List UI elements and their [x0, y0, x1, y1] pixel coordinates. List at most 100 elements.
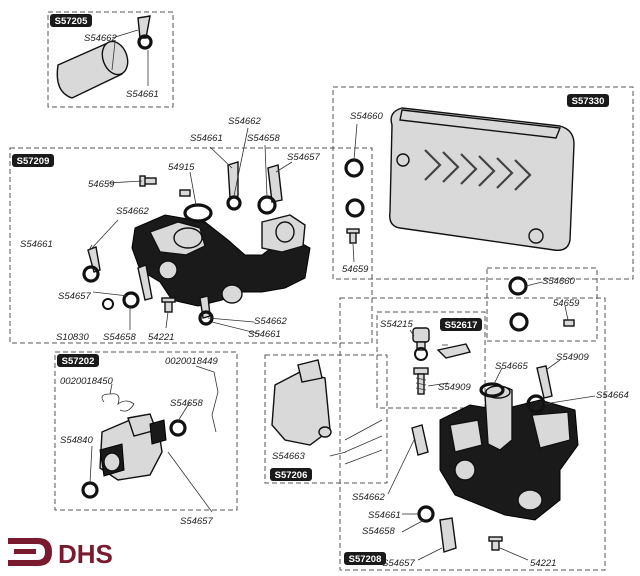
part-label: S54661: [126, 89, 159, 100]
diverter-valve-part: [99, 413, 167, 481]
badge-s57208: S57208: [344, 552, 386, 565]
badge-s57208-label: S57208: [349, 554, 382, 565]
dhs-logo: DHS: [8, 538, 113, 569]
o-ring-s54658-v-part: [169, 419, 187, 437]
badge-s57202: S57202: [57, 354, 99, 367]
o-ring-s54665-part: [479, 382, 505, 398]
badge-s57209-label: S57209: [17, 156, 50, 167]
part-label: S54657: [287, 152, 320, 163]
part-label: S54662: [352, 492, 385, 503]
valve-clip-part: [436, 343, 472, 359]
clip-left-part: [87, 246, 101, 273]
part-label: 54659: [342, 264, 369, 275]
leader-lines: [87, 123, 596, 561]
badge-s57209: S57209: [12, 154, 54, 167]
hydraulic-block-right-part: [439, 385, 579, 521]
badge-s57206-label: S57206: [275, 470, 308, 481]
gasket-s54660-lower-b: [509, 312, 529, 332]
badge-s52617: S52617: [440, 318, 482, 331]
part-label: S54658: [103, 332, 136, 343]
clip-s54657-r-part: [439, 517, 457, 553]
pressure-sensor-part: [271, 359, 332, 446]
logo-mark-icon: [8, 538, 52, 566]
o-ring-left-part: [82, 265, 100, 283]
group-box-s57205: [47, 11, 174, 108]
gasket-s54660-lower-a: [508, 276, 528, 296]
part-label: S54661: [248, 329, 281, 340]
gasket-s54660-upper-b: [345, 198, 365, 218]
part-label: S54658: [170, 398, 203, 409]
part-label: 0020018450: [60, 376, 114, 387]
part-label: S54662: [254, 316, 287, 327]
part-label: 0020018449: [165, 356, 219, 367]
group-box-s57208: [339, 297, 606, 571]
part-labels: S54662 S54661 S54662 S54661 S54658 S5465…: [20, 33, 629, 569]
group-box-s57206: [264, 354, 388, 484]
part-label: S54840: [60, 435, 93, 446]
part-label: S54658: [362, 526, 395, 537]
part-label: S54662: [116, 206, 149, 217]
clip-s54662-r-part: [411, 424, 429, 456]
screw-54221-r-part: [488, 536, 503, 551]
part-label: S54657: [382, 558, 415, 569]
clip-top-part: [227, 161, 239, 199]
valve-seal-part: [414, 347, 428, 361]
clip-right-part: [267, 164, 283, 203]
o-ring-s54840-part: [81, 481, 99, 499]
badge-s52617-label: S52617: [445, 320, 478, 331]
part-label: S54658: [247, 133, 280, 144]
o-ring-s54661-r-part: [417, 505, 435, 523]
cable-0020018449-part: [211, 371, 219, 433]
group-box-s54660-lower: [486, 267, 598, 342]
badge-s57205: S57205: [50, 14, 92, 27]
screw-54659-hx-part: [346, 228, 360, 244]
part-label: 54221: [530, 558, 556, 569]
logo-bar-icon: [14, 549, 36, 554]
part-label: S54657: [180, 516, 213, 527]
o-ring-part: [137, 34, 153, 50]
part-label: S54664: [596, 390, 629, 401]
part-label: 54221: [148, 332, 174, 343]
washer-s10830-part: [102, 298, 114, 310]
part-label: 54659: [88, 179, 115, 190]
part-label: 54659: [553, 298, 580, 309]
part-label: S54660: [542, 276, 575, 287]
screw-54659-lower-part: [563, 319, 575, 327]
badge-s57330-label: S57330: [572, 96, 605, 107]
o-ring-top-part: [226, 195, 242, 211]
clip-lower-part: [137, 264, 153, 301]
o-ring-54915-part: [183, 203, 213, 223]
part-label: S54662: [84, 33, 117, 44]
group-box-s52617: [376, 311, 486, 409]
part-label: S54665: [495, 361, 528, 372]
part-label: 54915: [168, 162, 195, 173]
badge-s57202-label: S57202: [62, 356, 95, 367]
screw-54221-part: [161, 297, 176, 313]
group-box-s57330: [332, 86, 634, 280]
part-label: S54661: [20, 239, 53, 250]
part-label: S54660: [350, 111, 383, 122]
screw-54659-part: [139, 175, 157, 187]
part-label: S54661: [368, 510, 401, 521]
cable-s54663-part: [344, 419, 383, 465]
part-label: S54657: [58, 291, 91, 302]
cartridge-filter-part: [56, 40, 129, 99]
logo-text: DHS: [58, 539, 113, 569]
badge-s57330: S57330: [567, 94, 609, 107]
o-ring-right-part: [257, 195, 277, 215]
part-label: S54661: [190, 133, 223, 144]
part-label: S54663: [272, 451, 305, 462]
group-box-s57202: [54, 351, 238, 511]
valve-s54215-part: [412, 327, 430, 351]
group-box-s57209: [9, 147, 373, 344]
plate-heat-exchanger-part: [389, 107, 575, 251]
part-label: S10830: [56, 332, 89, 343]
clip-s54909-right-part: [536, 365, 553, 399]
gasket-s54660-upper-a: [344, 158, 364, 178]
o-ring-lower-part: [122, 291, 140, 309]
hydraulic-block-part: [131, 214, 311, 307]
part-label: S54215: [380, 319, 413, 330]
part-label: S54909: [438, 382, 471, 393]
screw-top-part: [179, 189, 191, 197]
part-label: S54909: [556, 352, 589, 363]
